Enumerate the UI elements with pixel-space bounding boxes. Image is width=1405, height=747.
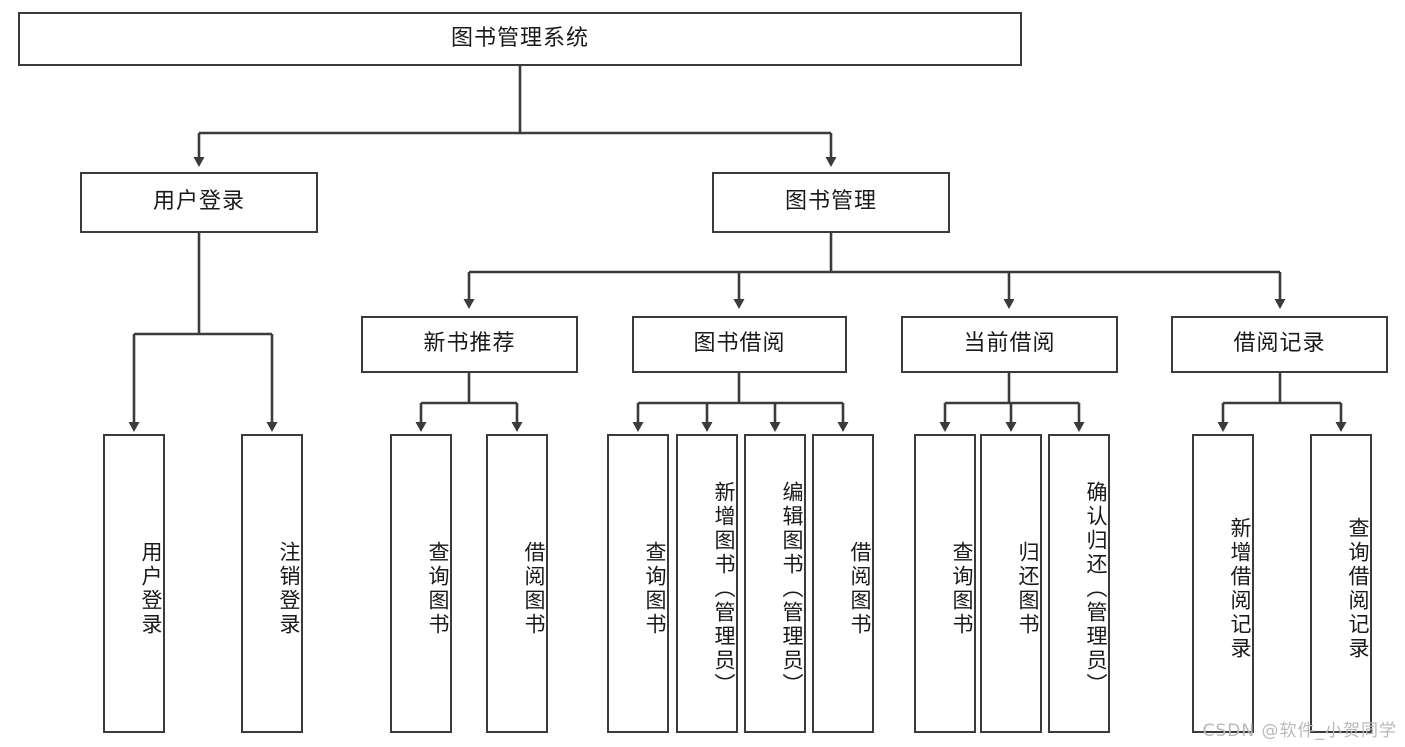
node-label: 新增图书（管理员） xyxy=(712,480,736,697)
node-label: 新书推荐 xyxy=(423,331,516,357)
edges-borrow-to-leaves xyxy=(632,373,849,432)
node-book-borrow[interactable]: 图书借阅 xyxy=(632,316,847,373)
node-label: 借阅图书 xyxy=(522,540,546,637)
node-label: 查询借阅记录 xyxy=(1346,516,1370,661)
leaf-record-add-record[interactable]: 新增借阅记录 xyxy=(1192,434,1254,733)
leaf-user-login-login[interactable]: 用户登录 xyxy=(103,434,165,733)
node-label: 确认归还（管理员） xyxy=(1084,480,1108,697)
node-label: 归还图书 xyxy=(1016,540,1040,637)
leaf-record-query-record[interactable]: 查询借阅记录 xyxy=(1310,434,1372,733)
edges-bookmgmt-to-level3 xyxy=(463,233,1286,309)
node-current-borrow[interactable]: 当前借阅 xyxy=(901,316,1118,373)
edges-userlogin-to-leaves xyxy=(128,233,278,432)
node-new-book-recommend[interactable]: 新书推荐 xyxy=(361,316,578,373)
node-label: 用户登录 xyxy=(152,189,245,215)
node-label: 借阅记录 xyxy=(1233,331,1326,357)
leaf-recommend-borrow-book[interactable]: 借阅图书 xyxy=(486,434,548,733)
leaf-current-return-book[interactable]: 归还图书 xyxy=(980,434,1042,733)
edges-current-to-leaves xyxy=(939,373,1085,432)
node-label: 当前借阅 xyxy=(963,331,1056,357)
node-book-management[interactable]: 图书管理 xyxy=(712,172,950,233)
leaf-borrow-query-book[interactable]: 查询图书 xyxy=(607,434,669,733)
leaf-current-confirm-return-admin[interactable]: 确认归还（管理员） xyxy=(1048,434,1110,733)
node-label: 编辑图书（管理员） xyxy=(780,480,804,697)
leaf-current-query-book[interactable]: 查询图书 xyxy=(914,434,976,733)
node-borrow-record[interactable]: 借阅记录 xyxy=(1171,316,1388,373)
node-user-login[interactable]: 用户登录 xyxy=(80,172,318,233)
node-label: 查询图书 xyxy=(643,540,667,637)
leaf-user-login-logout[interactable]: 注销登录 xyxy=(241,434,303,733)
leaf-borrow-add-book-admin[interactable]: 新增图书（管理员） xyxy=(676,434,738,733)
leaf-borrow-edit-book-admin[interactable]: 编辑图书（管理员） xyxy=(744,434,806,733)
watermark-text: CSDN @软件_小贺同学 xyxy=(1202,721,1397,741)
node-label: 图书管理 xyxy=(784,189,877,215)
edges-root-to-level2 xyxy=(193,66,837,167)
node-label: 图书管理系统 xyxy=(450,25,589,51)
node-label: 借阅图书 xyxy=(848,540,872,637)
edges-newbook-to-leaves xyxy=(415,373,523,432)
edges-record-to-leaves xyxy=(1217,373,1347,432)
leaf-borrow-borrow-book[interactable]: 借阅图书 xyxy=(812,434,874,733)
node-root-system[interactable]: 图书管理系统 xyxy=(18,12,1022,66)
node-label: 注销登录 xyxy=(277,540,301,637)
node-label: 新增借阅记录 xyxy=(1228,516,1252,661)
node-label: 用户登录 xyxy=(139,540,163,637)
node-label: 查询图书 xyxy=(426,540,450,637)
leaf-recommend-query-book[interactable]: 查询图书 xyxy=(390,434,452,733)
node-label: 图书借阅 xyxy=(693,331,786,357)
node-label: 查询图书 xyxy=(950,540,974,637)
